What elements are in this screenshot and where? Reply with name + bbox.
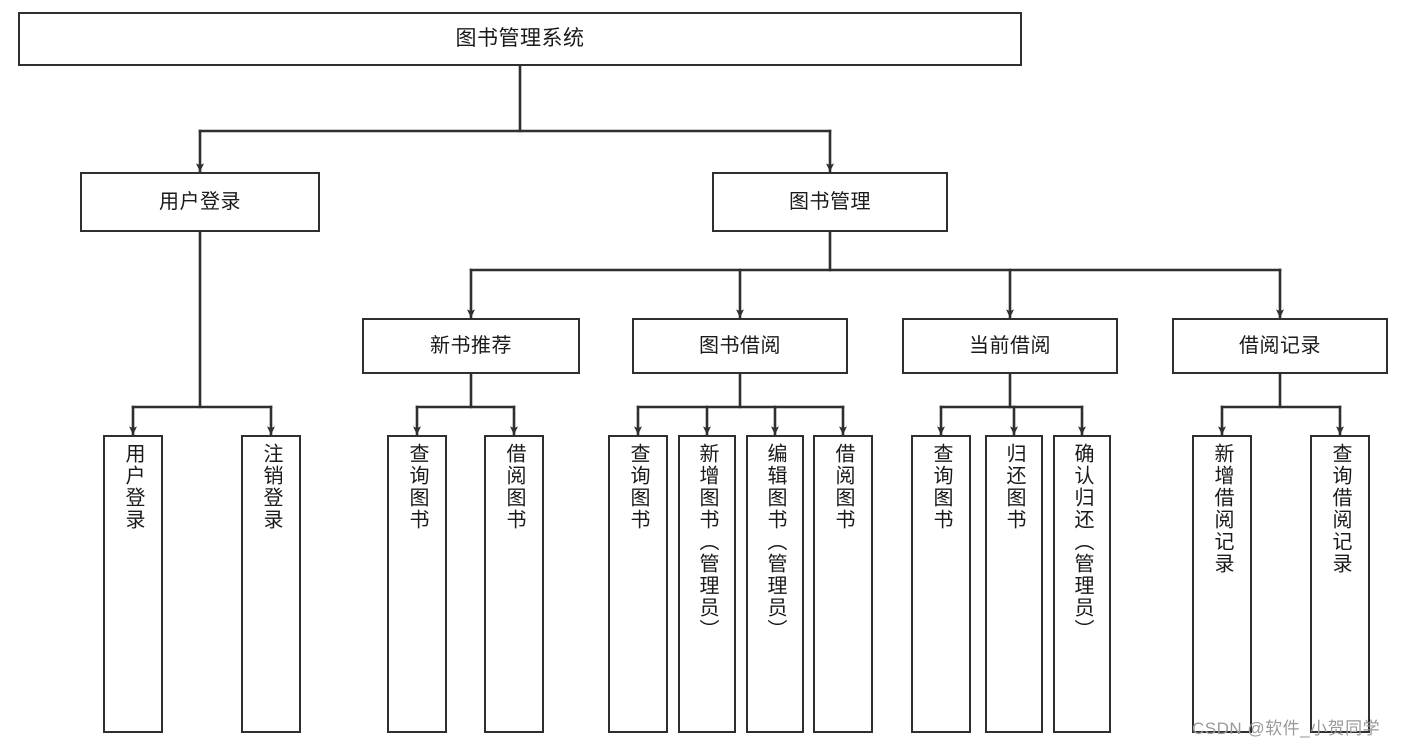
node-label: 查询借阅记录 [1329,443,1351,575]
node-n-user-login[interactable]: 用户登录 [80,172,320,232]
node-label: 查询图书 [406,443,428,531]
node-l-add-record[interactable]: 新增借阅记录 [1192,435,1252,733]
node-label: 借阅图书 [832,443,854,531]
node-label: 用户登录 [122,443,144,531]
node-label: 确认归还（管理员） [1071,443,1093,641]
node-label: 用户登录 [159,190,241,213]
node-l-query-book-1[interactable]: 查询图书 [387,435,447,733]
node-l-query-book-3[interactable]: 查询图书 [911,435,971,733]
node-l-logout-login[interactable]: 注销登录 [241,435,301,733]
watermark-text: CSDN @软件_小贺同学 [1192,719,1381,738]
node-l-return-book[interactable]: 归还图书 [985,435,1043,733]
node-label: 查询图书 [627,443,649,531]
node-n-book-manage[interactable]: 图书管理 [712,172,948,232]
node-n-borrow-record[interactable]: 借阅记录 [1172,318,1388,374]
node-label: 新增借阅记录 [1211,443,1233,575]
node-l-user-login[interactable]: 用户登录 [103,435,163,733]
node-label: 新增图书（管理员） [696,443,718,641]
node-n-current-borrow[interactable]: 当前借阅 [902,318,1118,374]
node-label: 归还图书 [1003,443,1025,531]
node-label: 图书管理 [789,190,871,213]
node-n-new-book-rec[interactable]: 新书推荐 [362,318,580,374]
node-l-query-record[interactable]: 查询借阅记录 [1310,435,1370,733]
node-label: 图书借阅 [699,334,781,357]
node-l-edit-book[interactable]: 编辑图书（管理员） [746,435,804,733]
node-n-book-borrow[interactable]: 图书借阅 [632,318,848,374]
node-root[interactable]: 图书管理系统 [18,12,1022,66]
tree-edges [129,64,1344,436]
node-label: 新书推荐 [430,334,512,357]
node-label: 编辑图书（管理员） [764,443,786,641]
node-label: 图书管理系统 [455,26,585,50]
node-l-add-book[interactable]: 新增图书（管理员） [678,435,736,733]
node-l-query-book-2[interactable]: 查询图书 [608,435,668,733]
node-label: 借阅图书 [503,443,525,531]
node-l-borrow-book-2[interactable]: 借阅图书 [813,435,873,733]
node-label: 当前借阅 [969,334,1051,357]
node-l-borrow-book-1[interactable]: 借阅图书 [484,435,544,733]
node-l-confirm-return[interactable]: 确认归还（管理员） [1053,435,1111,733]
node-label: 借阅记录 [1239,334,1321,357]
node-label: 注销登录 [260,443,282,531]
node-label: 查询图书 [930,443,952,531]
